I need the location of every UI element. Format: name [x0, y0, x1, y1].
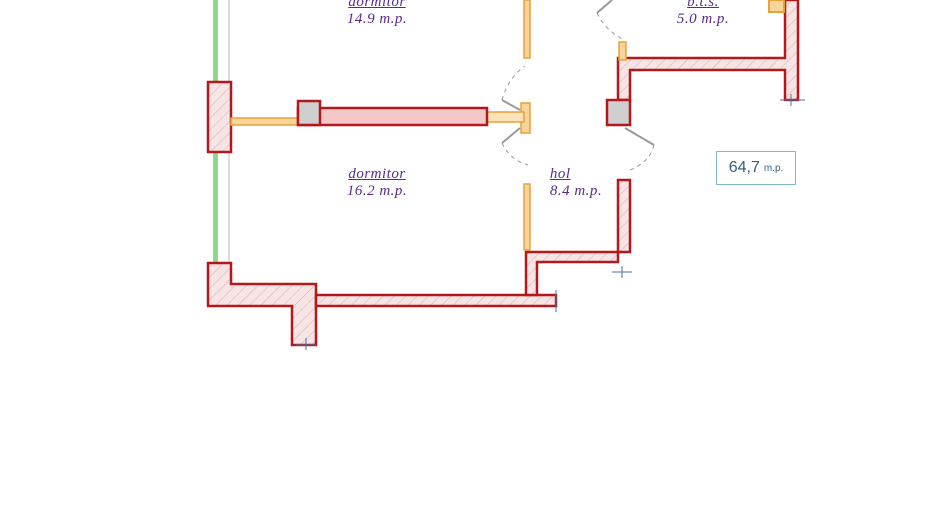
room-name: hol — [549, 166, 571, 182]
wall-pier — [206, 80, 233, 154]
total-area-unit: m.p. — [763, 162, 784, 174]
doors — [501, 0, 655, 171]
wall-corner — [206, 261, 318, 347]
room-label-hall: hol 8.4 m.p. — [550, 166, 602, 200]
wall-hol — [524, 178, 632, 297]
room-name: dormitor — [348, 166, 406, 182]
room-label-bedroom-1: dormitor 14.9 m.p. — [347, 0, 407, 28]
room-area: 5.0 m.p. — [676, 11, 730, 27]
room-name: b.t.s. — [687, 0, 719, 10]
window-left — [213, 0, 230, 263]
total-area-value: 64,7 — [728, 159, 760, 176]
room-area: 16.2 m.p. — [346, 183, 408, 199]
room-name: dormitor — [348, 0, 406, 10]
room-area: 14.9 m.p. — [346, 11, 408, 27]
room-label-bedroom-2: dormitor 16.2 m.p. — [347, 166, 407, 200]
room-area: 8.4 m.p. — [549, 183, 603, 199]
total-area-box: 64,7 m.p. — [716, 151, 796, 185]
wall-bottom — [314, 293, 558, 308]
walls — [206, 0, 800, 347]
partitions — [230, 0, 785, 251]
axis-marks — [296, 94, 805, 350]
room-label-bathroom: b.t.s. 5.0 m.p. — [677, 0, 729, 28]
